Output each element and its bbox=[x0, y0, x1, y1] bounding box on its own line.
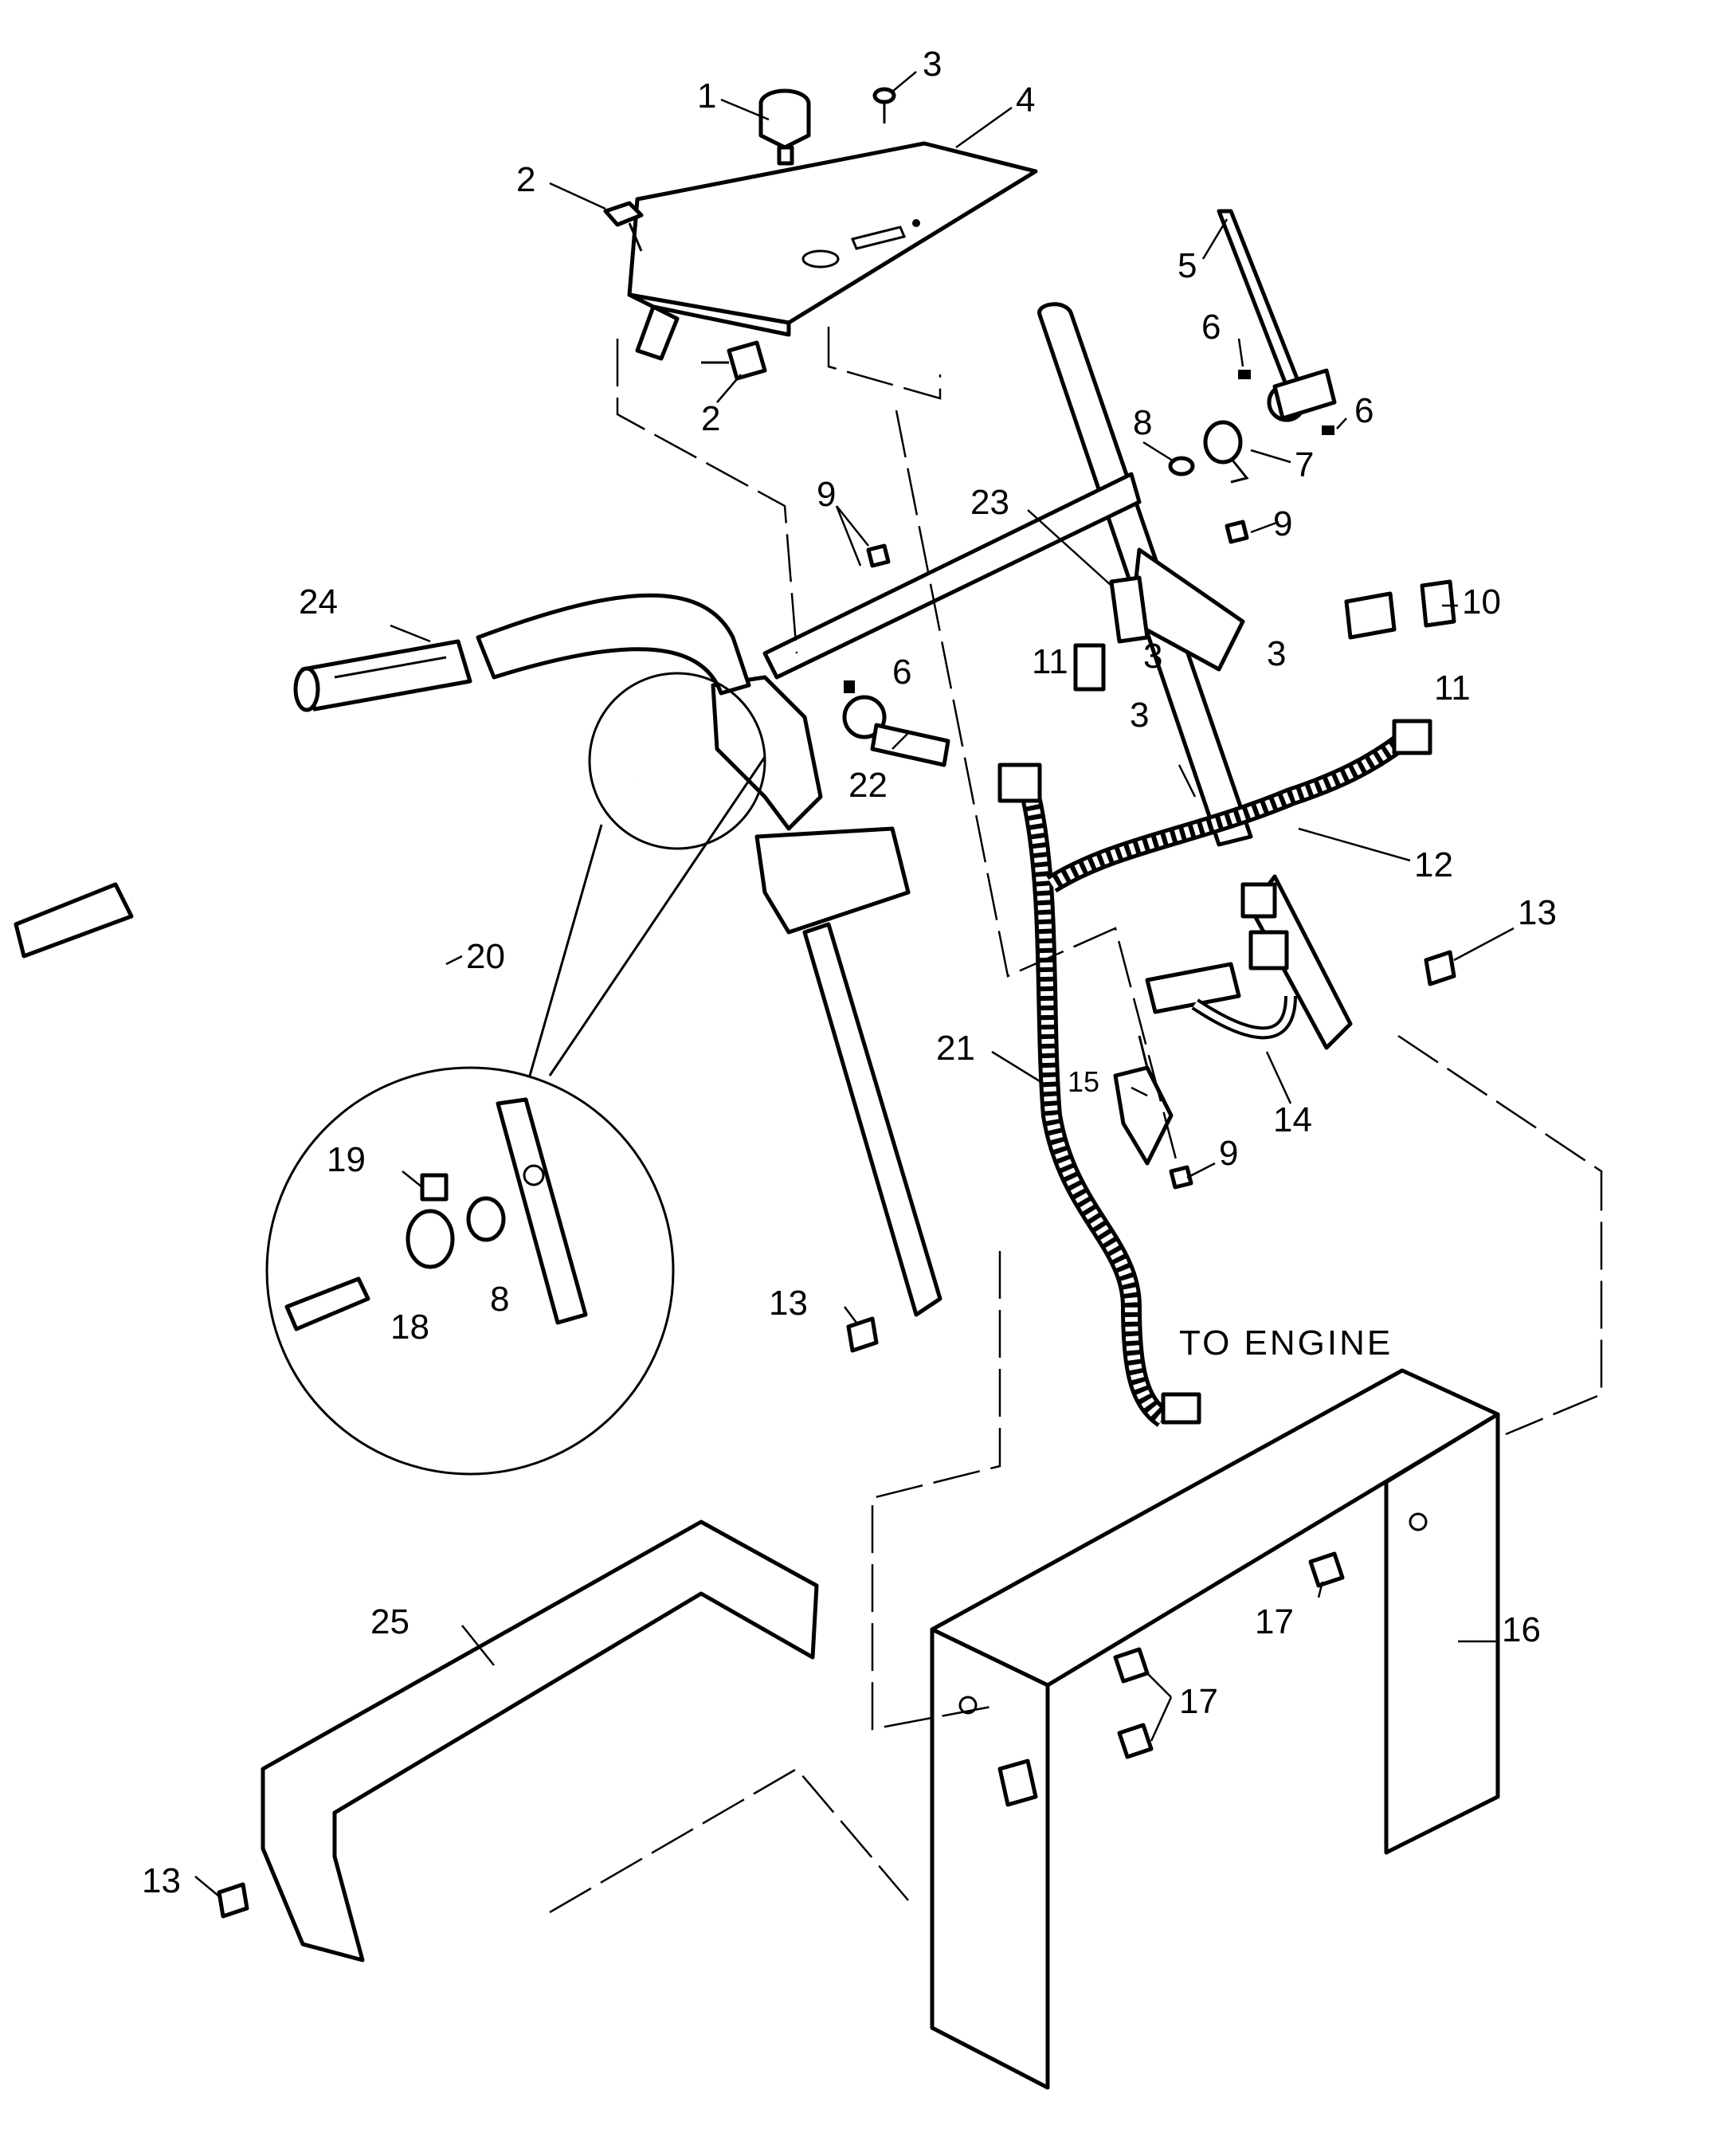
callout-13-b: 13 bbox=[769, 1284, 808, 1323]
spacer bbox=[997, 1759, 1038, 1807]
callout-20: 20 bbox=[466, 937, 505, 976]
nut-9c bbox=[1169, 1165, 1193, 1190]
callout-2-upper: 2 bbox=[516, 160, 535, 199]
set-screw-6c bbox=[844, 680, 855, 693]
washer-8 bbox=[1168, 456, 1195, 476]
callout-6-b: 6 bbox=[1354, 391, 1374, 430]
callout-12: 12 bbox=[1414, 845, 1453, 884]
detail-magnifier bbox=[265, 672, 766, 1476]
wiring-harness bbox=[997, 719, 1432, 1427]
callout-16: 16 bbox=[1502, 1610, 1541, 1649]
callout-23: 23 bbox=[970, 483, 1009, 522]
lever-5 bbox=[1217, 209, 1337, 422]
callout-25: 25 bbox=[370, 1602, 410, 1641]
left-handle-bracket bbox=[711, 675, 942, 1317]
bolt-13b bbox=[1424, 950, 1456, 986]
callout-11-a: 11 bbox=[1032, 642, 1068, 681]
bolt-2a bbox=[603, 201, 644, 252]
handle-grip bbox=[293, 593, 751, 712]
bracket-25 bbox=[261, 1519, 819, 1962]
switch-11 bbox=[1073, 643, 1106, 692]
callout-10: 10 bbox=[1462, 582, 1501, 621]
callout-9-b: 9 bbox=[1273, 504, 1292, 543]
callout-8-top: 8 bbox=[1133, 403, 1152, 442]
callout-3-b: 3 bbox=[1267, 634, 1286, 673]
frame-16 bbox=[930, 1368, 1500, 2090]
callout-9-a: 9 bbox=[817, 475, 836, 514]
bolt-13a bbox=[846, 1316, 879, 1353]
nut-17b bbox=[1113, 1647, 1150, 1684]
lever-22 bbox=[842, 695, 950, 767]
callout-1: 1 bbox=[697, 76, 716, 116]
callout-9-c: 9 bbox=[1219, 1134, 1238, 1173]
control-panel bbox=[627, 141, 1038, 361]
wire-lead-14 bbox=[1145, 962, 1297, 1040]
bracket-11 bbox=[1344, 591, 1397, 640]
callout-5: 5 bbox=[1178, 246, 1197, 285]
screw-top bbox=[872, 87, 896, 124]
callout-6-a: 6 bbox=[1201, 308, 1221, 347]
switch-15 bbox=[1113, 1035, 1174, 1166]
spring-7 bbox=[1203, 420, 1249, 484]
bolt-2b bbox=[701, 340, 767, 381]
ignition-knob bbox=[758, 88, 811, 166]
set-screw-6b bbox=[1322, 425, 1334, 435]
callout-19: 19 bbox=[327, 1140, 366, 1179]
nut-9b bbox=[1225, 520, 1249, 544]
callout-15: 15 bbox=[1068, 1065, 1099, 1098]
callout-18: 18 bbox=[390, 1308, 429, 1347]
callout-labels: 1 2 2 3 3 3 3 4 5 6 6 6 7 8 8 9 9 9 9 10… bbox=[142, 45, 1557, 1900]
crank-rod bbox=[14, 772, 641, 1037]
callout-13-c: 13 bbox=[142, 1861, 181, 1900]
callout-3-a: 3 bbox=[1143, 637, 1162, 676]
callout-17-a: 17 bbox=[1255, 1602, 1294, 1641]
callout-2-lower: 2 bbox=[701, 399, 720, 438]
set-screw-6a bbox=[1238, 370, 1251, 379]
callout-11-b: 11 bbox=[1434, 669, 1471, 708]
callout-14: 14 bbox=[1273, 1100, 1312, 1139]
callout-24: 24 bbox=[299, 582, 338, 621]
leader-lines bbox=[194, 71, 1515, 1897]
callout-7: 7 bbox=[1295, 445, 1314, 484]
nut-17c bbox=[1117, 1723, 1154, 1759]
assembly-lines bbox=[549, 327, 1603, 1914]
connector-10 bbox=[1420, 579, 1456, 628]
callout-3-c: 3 bbox=[1130, 696, 1149, 735]
callout-13-a: 13 bbox=[1518, 893, 1557, 932]
bracket-23 bbox=[1109, 575, 1150, 644]
nut-17a bbox=[1308, 1551, 1345, 1588]
bolt-13c bbox=[217, 1882, 249, 1919]
callout-6-c: 6 bbox=[892, 653, 911, 692]
callout-17-b: 17 bbox=[1179, 1682, 1218, 1721]
callout-3-top: 3 bbox=[923, 45, 942, 84]
callout-8-detail: 8 bbox=[490, 1280, 509, 1319]
to-engine-note: TO ENGINE bbox=[1179, 1323, 1393, 1363]
callout-4: 4 bbox=[1016, 80, 1035, 120]
nut-9a bbox=[866, 543, 891, 568]
callout-21: 21 bbox=[936, 1029, 975, 1068]
callout-22: 22 bbox=[848, 766, 888, 805]
